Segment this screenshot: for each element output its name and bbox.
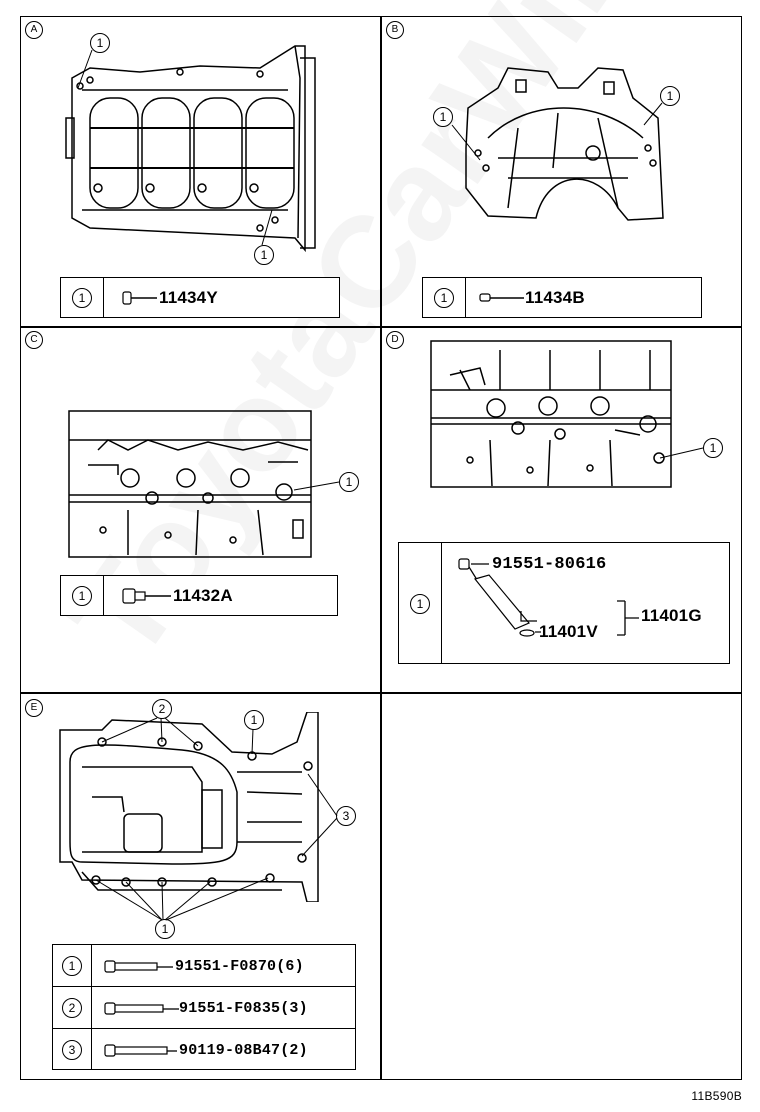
panel-a-engine-block-drawing xyxy=(60,38,320,258)
panel-a-part-number: 11434Y xyxy=(159,288,218,307)
panel-c-engine-block-drawing xyxy=(68,410,313,560)
panel-a-legend: 1 11434Y xyxy=(60,277,340,318)
divider-row1 xyxy=(20,326,742,328)
panel-e-legend-row-2: 2 91551-F0835(3) xyxy=(53,987,355,1029)
panel-b-part-number: 11434B xyxy=(525,288,585,307)
panel-e-legend: 1 91551-F0870(6) 2 91551-F0835(3) 3 xyxy=(52,944,356,1070)
panel-c-letter: C xyxy=(25,331,43,349)
panel-b-letter: B xyxy=(386,21,404,39)
panel-e-legend-row-1: 1 91551-F0870(6) xyxy=(53,945,355,987)
panel-e-legend-row-3: 3 90119-08B47(2) xyxy=(53,1029,355,1071)
panel-e-oil-pan-drawing xyxy=(52,712,322,902)
panel-e-leader-lines xyxy=(95,717,338,921)
panel-b-legend-number: 1 xyxy=(434,288,454,308)
panel-d-letter: D xyxy=(386,331,404,349)
panel-d-part-bolt: 91551-80616 xyxy=(492,555,607,574)
panel-b-engine-block-drawing xyxy=(448,58,678,228)
panel-c-legend: 1 11432A xyxy=(60,575,338,616)
divider-vertical xyxy=(380,16,382,1080)
panel-d-engine-block-drawing xyxy=(430,340,672,490)
plug-icon xyxy=(122,291,157,305)
panel-a-callout-top: 1 xyxy=(90,33,110,53)
panel-c-callout: 1 xyxy=(339,472,359,492)
panel-b-callout-right: 1 xyxy=(660,86,680,106)
stud-bolt-icon xyxy=(104,1044,177,1057)
panel-e-callout-1-top: 1 xyxy=(244,710,264,730)
bolt-icon xyxy=(104,1002,179,1015)
panel-a-leader-lines xyxy=(77,49,273,246)
panel-a-letter: A xyxy=(25,21,43,39)
plug-icon xyxy=(479,293,524,302)
panel-d-bracket xyxy=(617,600,639,636)
panel-d-legend-number: 1 xyxy=(410,594,430,614)
panel-d-callout: 1 xyxy=(703,438,723,458)
panel-b-legend: 1 11434B xyxy=(422,277,702,318)
panel-a-callout-bottom: 1 xyxy=(254,245,274,265)
panel-c-leader-line xyxy=(293,481,340,491)
panel-d-part-jet: 11401V xyxy=(539,622,598,641)
panel-d-legend: 1 91551-80616 11401V 11401G xyxy=(398,542,730,664)
panel-e-legend-number-2: 2 xyxy=(62,998,82,1018)
panel-d-assembly-number: 11401G xyxy=(641,606,702,625)
divider-row2 xyxy=(20,692,742,694)
panel-b-callout-left: 1 xyxy=(433,107,453,127)
plug-icon xyxy=(122,588,171,604)
panel-c-legend-number: 1 xyxy=(72,586,92,606)
panel-e-letter: E xyxy=(25,699,43,717)
panel-b-leader-lines xyxy=(451,102,663,161)
panel-e-part-3: 90119-08B47(2) xyxy=(179,1042,308,1059)
panel-d-leader-line xyxy=(659,447,704,459)
panel-e-callout-2: 2 xyxy=(152,699,172,719)
panel-c-part-number: 11432A xyxy=(173,586,233,605)
panel-e-part-2: 91551-F0835(3) xyxy=(179,1000,308,1017)
bolt-icon xyxy=(104,960,173,973)
oil-jet-assembly-icon xyxy=(458,558,541,637)
panel-e-part-1: 91551-F0870(6) xyxy=(175,958,304,975)
panel-e-legend-number-3: 3 xyxy=(62,1040,82,1060)
panel-e-legend-number-1: 1 xyxy=(62,956,82,976)
panel-a-legend-number: 1 xyxy=(72,288,92,308)
drawing-id: 11B590B xyxy=(691,1089,742,1103)
